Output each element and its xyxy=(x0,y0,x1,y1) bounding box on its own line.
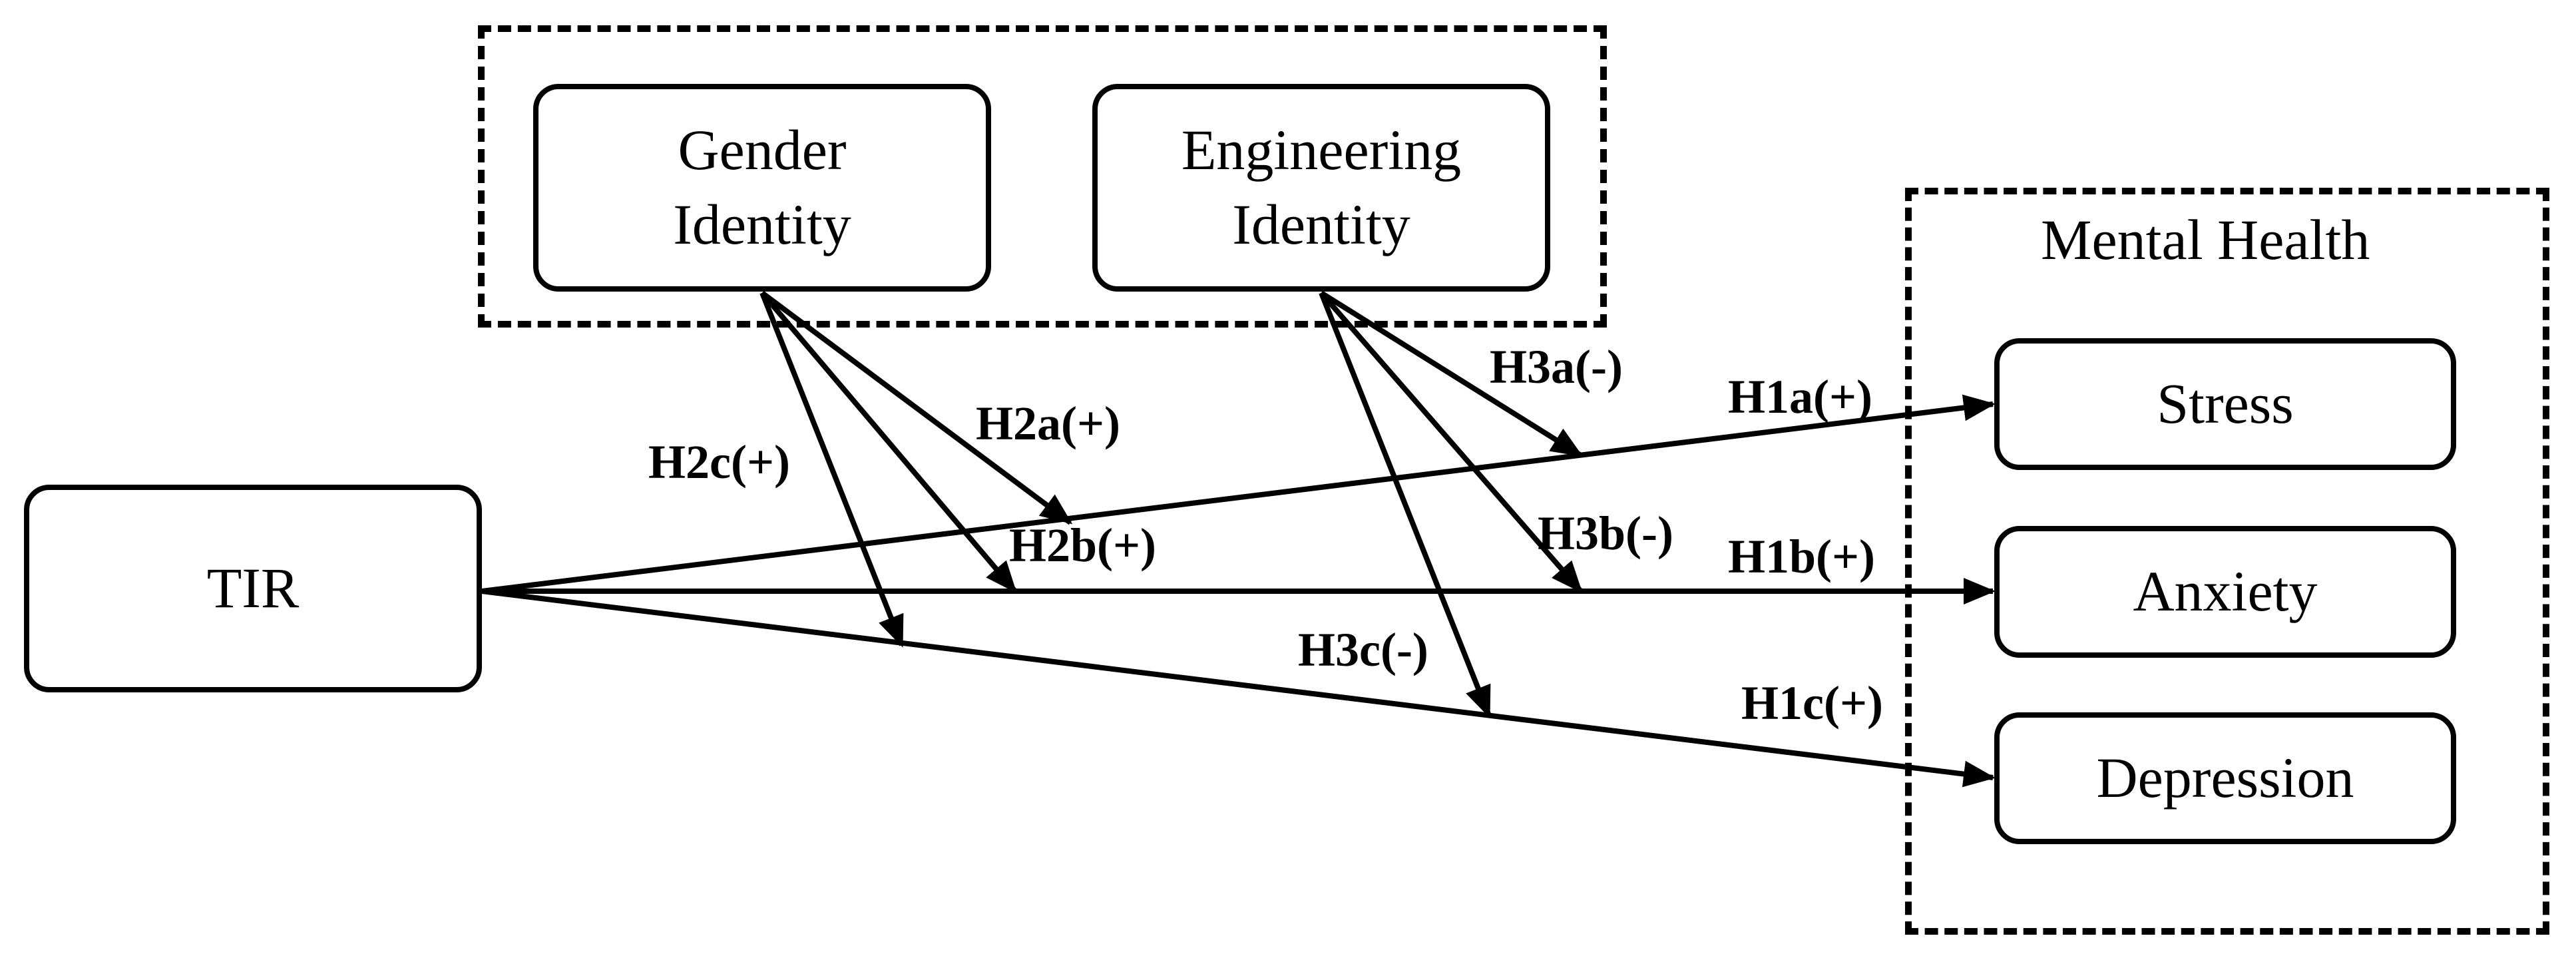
edge-h3c-arrow xyxy=(1319,292,1492,718)
edge-h1a-arrow xyxy=(481,394,1996,594)
identity-group-box xyxy=(478,25,1607,328)
gender-identity-node: Gender Identity xyxy=(533,84,991,292)
anxiety-node: Anxiety xyxy=(1994,526,2456,658)
edge-label-h3c: H3c(-) xyxy=(1298,623,1428,676)
edge-label-h1c: H1c(+) xyxy=(1741,676,1883,730)
edge-h1c-arrow xyxy=(481,589,1996,788)
edge-h2b-arrow xyxy=(759,291,1018,594)
depression-node: Depression xyxy=(1994,712,2456,844)
mental-health-title: Mental Health xyxy=(2041,208,2370,272)
edge-label-h2b: H2b(+) xyxy=(1009,519,1156,572)
edge-h3b-arrow xyxy=(1319,291,1584,594)
edge-label-h3b: H3b(-) xyxy=(1538,507,1673,560)
engineering-identity-node: Engineering Identity xyxy=(1092,84,1550,292)
stress-node: Stress xyxy=(1994,338,2456,470)
edge-h3a-arrow xyxy=(1319,290,1584,458)
edge-h2c-arrow xyxy=(759,292,905,648)
mental-health-group-box xyxy=(1905,188,2549,935)
edge-label-h1a: H1a(+) xyxy=(1728,370,1872,423)
edge-label-h2c: H2c(+) xyxy=(648,435,790,489)
edge-h2a-arrow xyxy=(760,290,1073,525)
edge-label-h2a: H2a(+) xyxy=(976,397,1120,450)
tir-node: TIR xyxy=(24,485,482,692)
edge-label-h1b: H1b(+) xyxy=(1728,530,1875,583)
edge-label-h3a: H3a(-) xyxy=(1490,340,1623,393)
